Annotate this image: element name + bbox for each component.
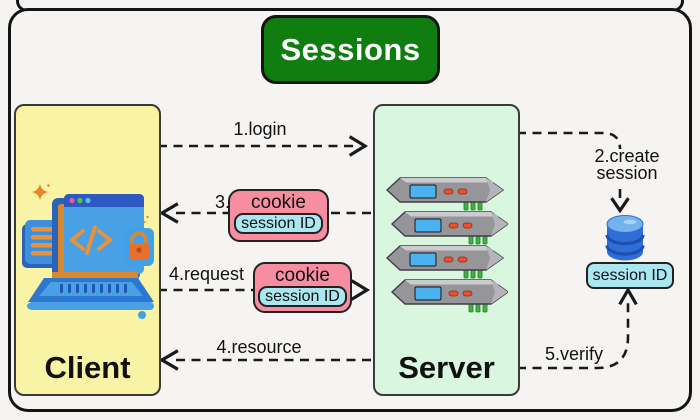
request-arrowhead [350, 279, 371, 301]
resource-flow-label: 4.resource [216, 337, 302, 357]
login-arrowhead [348, 135, 369, 157]
cookie-response-box: cookie session ID [228, 189, 329, 242]
server-label: Server [398, 350, 495, 385]
cookie-response-title: cookie [251, 192, 306, 213]
cookie-response-arrowhead [158, 202, 179, 224]
resource-arrowhead [158, 349, 179, 371]
cookie-request-session-chip: session ID [258, 286, 347, 307]
laptop-code-lock-icon [22, 184, 154, 319]
server-box: Server [373, 104, 520, 396]
create-session-arrowhead [610, 197, 630, 214]
verify-flow-label: 5.verify [544, 344, 604, 364]
cookie-response-session-chip: session ID [234, 213, 323, 234]
cookie-request-title: cookie [275, 265, 330, 286]
client-box: Client [14, 104, 161, 396]
client-label: Client [44, 350, 131, 385]
create-session-line1: 2.create [594, 146, 660, 166]
diagram-title-text: Sessions [280, 31, 421, 67]
cookie-step-label: 3. [214, 192, 230, 212]
server-rack-icon [386, 177, 508, 313]
database-session-id-chip: session ID [586, 262, 674, 289]
create-session-flow-label: 2.create session [577, 146, 677, 183]
create-session-arrow-line [517, 131, 622, 150]
request-flow-label: 4.request [168, 264, 245, 284]
verify-arrow-line [517, 302, 630, 370]
verify-arrowhead [618, 286, 638, 306]
diagram-title: Sessions [261, 15, 440, 84]
database-session-id-text: session ID [592, 266, 668, 284]
database-cylinder-icon [605, 215, 645, 261]
login-flow-label: 1.login [233, 119, 287, 139]
cookie-request-box: cookie session ID [253, 262, 352, 313]
create-session-line2: session [596, 163, 658, 183]
